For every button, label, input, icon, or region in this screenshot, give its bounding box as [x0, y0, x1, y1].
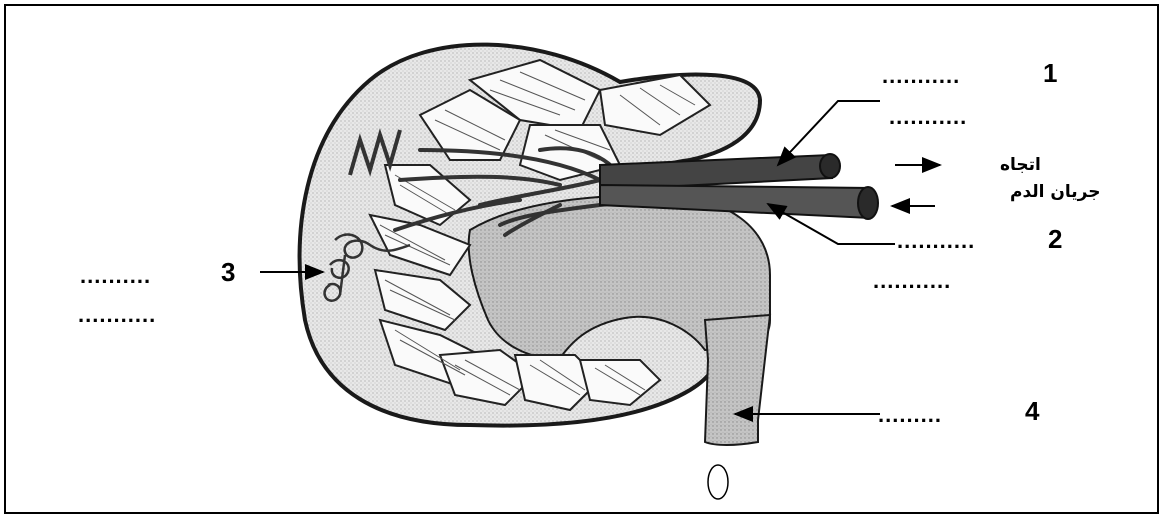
urine-drop: [708, 465, 728, 499]
blank-1b[interactable]: ...........: [889, 104, 967, 129]
ureter: [705, 315, 770, 445]
blank-2b[interactable]: ...........: [873, 268, 951, 293]
label-1: 1: [1043, 58, 1057, 88]
blood-flow-label-line2: جريان الدم: [1010, 182, 1101, 202]
blank-3b[interactable]: ...........: [78, 302, 156, 327]
blank-4[interactable]: .........: [878, 402, 942, 427]
blank-3a[interactable]: ..........: [80, 263, 151, 288]
label-3: 3: [221, 257, 235, 287]
label-2: 2: [1048, 224, 1062, 254]
blank-2a[interactable]: ...........: [897, 228, 975, 253]
blood-flow-label-line1: اتجاه: [1000, 155, 1041, 175]
blank-1a[interactable]: ...........: [882, 63, 960, 88]
label-4: 4: [1025, 396, 1040, 426]
